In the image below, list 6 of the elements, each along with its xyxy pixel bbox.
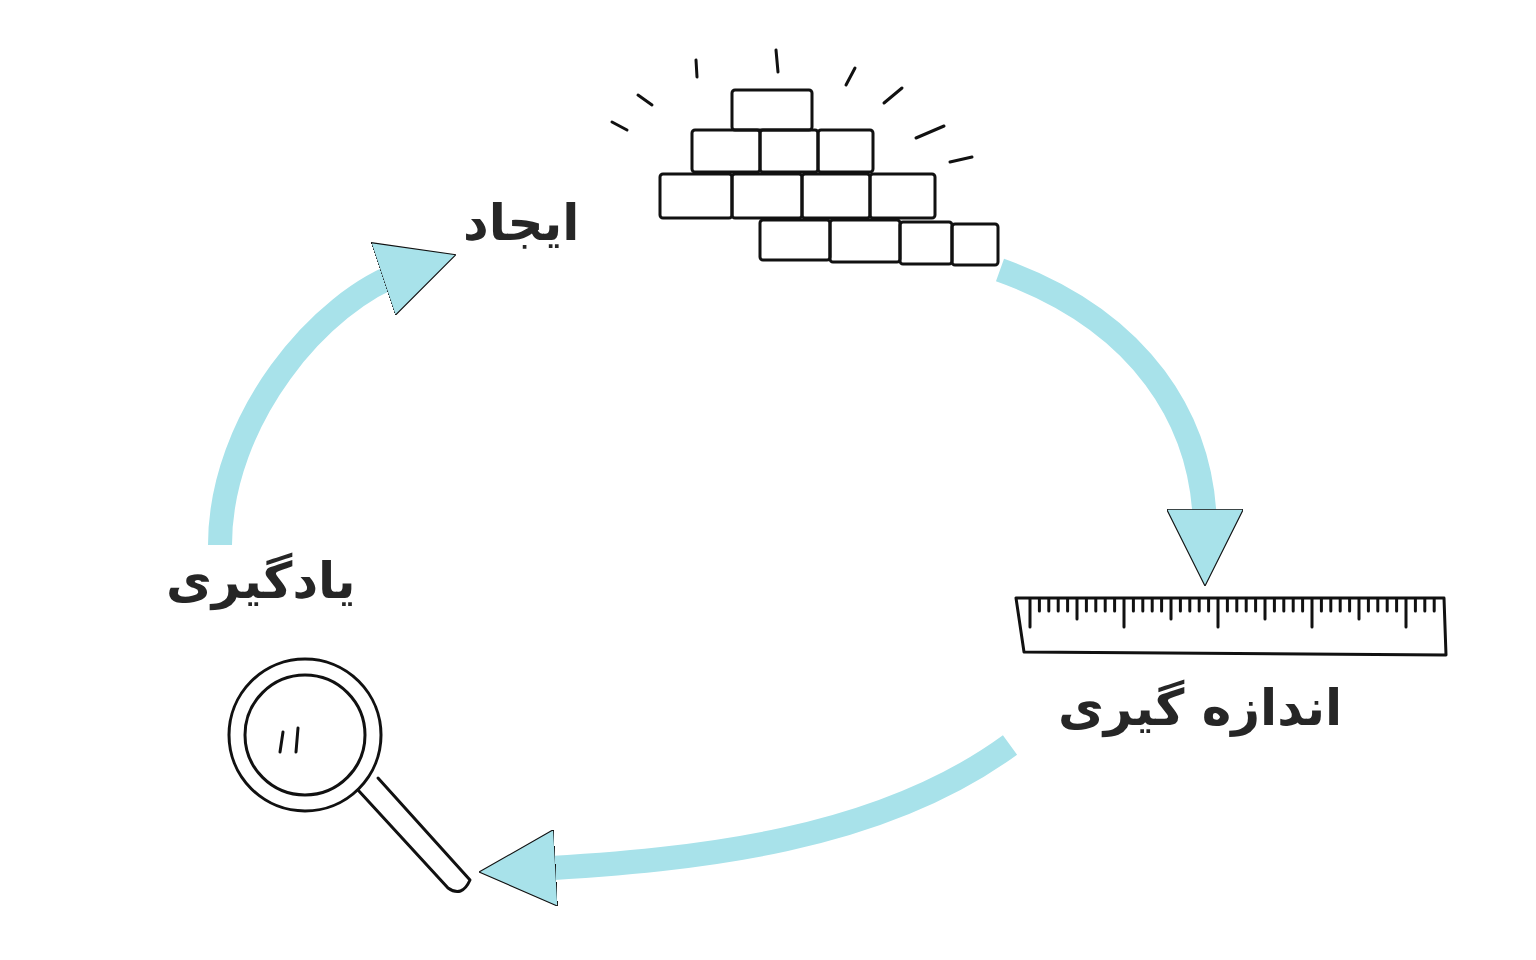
- stage-label: یادگیری: [166, 551, 356, 611]
- stage-label: ایجاد: [463, 193, 580, 253]
- curved-arrow: [208, 244, 456, 546]
- curved-arrow: [995, 258, 1243, 587]
- curved-arrow: [478, 735, 1017, 907]
- stage-label: اندازه گیری: [1058, 678, 1343, 738]
